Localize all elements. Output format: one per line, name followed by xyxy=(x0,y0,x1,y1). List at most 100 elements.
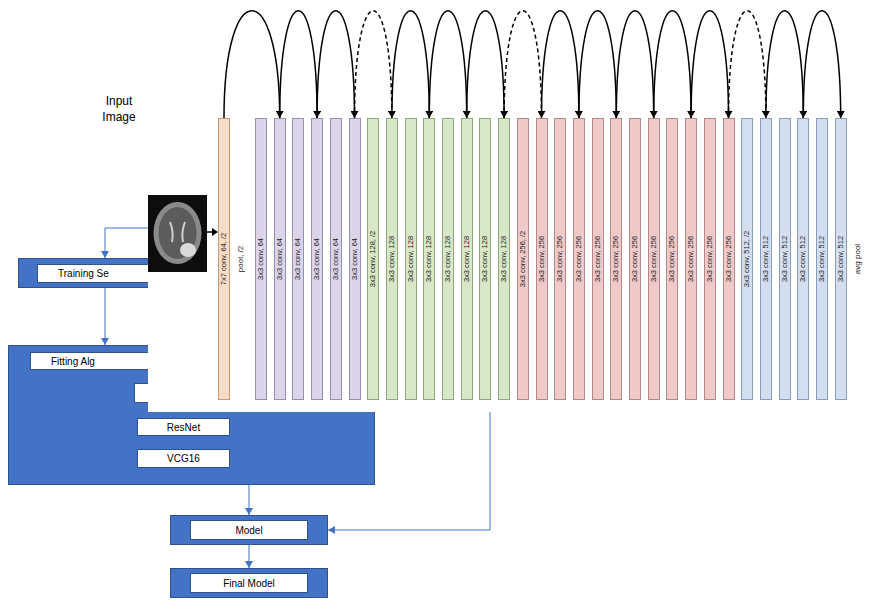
layer-label: 3x3 conv, 256, /2 xyxy=(519,231,527,288)
layer-label: 3x3 conv, 128 xyxy=(407,236,415,282)
layer-label: 3x3 conv, 512 xyxy=(781,236,789,282)
process-box: ResNet xyxy=(137,418,230,436)
layer-label: 3x3 conv, 64 xyxy=(276,238,284,280)
layer-block: 3x3 conv, 256 xyxy=(704,118,716,400)
skip-arc xyxy=(616,11,653,118)
layer-block: 3x3 conv, 256 xyxy=(685,118,697,400)
skip-arc xyxy=(691,11,728,118)
layer-block: 3x3 conv, 256 xyxy=(648,118,660,400)
skip-arc xyxy=(280,11,317,118)
process-box: VCG16 xyxy=(137,449,230,468)
layer-block: 7x7 conv, 64, /2 xyxy=(218,118,230,400)
brain-ventricles xyxy=(170,222,185,242)
layer-block: 3x3 conv, 512 xyxy=(816,118,828,400)
layer-label: 3x3 conv, 512, /2 xyxy=(743,231,751,288)
skip-arc xyxy=(579,11,616,118)
layer-block: 3x3 conv, 128 xyxy=(405,118,417,400)
mri-background xyxy=(148,195,207,272)
layer-label: 3x3 conv, 256 xyxy=(725,236,733,282)
flow-connector xyxy=(249,485,250,515)
layer-label: 3x3 conv, 128 xyxy=(463,236,471,282)
layer-block: 3x3 conv, 128 xyxy=(386,118,398,400)
layer-label: 7x7 conv, 64, /2 xyxy=(220,233,228,285)
layer-block: 3x3 conv, 512 xyxy=(797,118,809,400)
layer-block: 3x3 conv, 128 xyxy=(423,118,435,400)
layer-label: 3x3 conv, 256 xyxy=(575,236,583,282)
layer-label: 3x3 conv, 128 xyxy=(388,236,396,282)
flow-connector xyxy=(249,545,250,568)
skip-arc xyxy=(392,11,429,118)
skip-arc xyxy=(654,11,691,118)
layer-label: 3x3 conv, 512 xyxy=(837,236,845,282)
box-label: ResNet xyxy=(167,422,200,433)
layer-label: avg pool xyxy=(854,244,862,274)
label-box: Model xyxy=(190,520,308,540)
layer-label: 3x3 conv, 256 xyxy=(613,236,621,282)
layer-label: 3x3 conv, 128, /2 xyxy=(369,231,377,288)
process-band: Model xyxy=(170,515,328,545)
layer-label: 3x3 conv, 256 xyxy=(687,236,695,282)
layer-label: 3x3 conv, 256 xyxy=(538,236,546,282)
layer-block: 3x3 conv, 256 xyxy=(573,118,585,400)
layer-block: 3x3 conv, 64 xyxy=(311,118,323,400)
box-label: VCG16 xyxy=(167,453,200,464)
process-band: Final Model xyxy=(170,568,328,598)
tumor-region xyxy=(180,243,196,257)
layer-label: 3x3 conv, 64 xyxy=(257,238,265,280)
layer-block: 3x3 conv, 128, /2 xyxy=(367,118,379,400)
architecture-panel: Input Image7x7 conv, 64, /23x3 conv, 643… xyxy=(148,0,872,412)
layer-block: 3x3 conv, 256 xyxy=(592,118,604,400)
image-heading: Input Image xyxy=(96,94,142,125)
layer-block: 3x3 conv, 256 xyxy=(666,118,678,400)
layer-label: 3x3 conv, 256 xyxy=(556,236,564,282)
box-label: Fitting Alg xyxy=(51,356,95,367)
layer-block: 3x3 conv, 256 xyxy=(536,118,548,400)
layer-block: 3x3 conv, 256 xyxy=(723,118,735,400)
brain-tissue xyxy=(159,207,197,259)
layer-block: 3x3 conv, 256, /2 xyxy=(517,118,529,400)
layer-label: 3x3 conv, 256 xyxy=(594,236,602,282)
layer-block: 3x3 conv, 64 xyxy=(292,118,304,400)
layer-label: 3x3 conv, 128 xyxy=(482,236,490,282)
skip-arc xyxy=(504,11,541,118)
layer-block: 3x3 conv, 256 xyxy=(629,118,641,400)
layer-block: 3x3 conv, 512 xyxy=(760,118,772,400)
skip-arc xyxy=(429,11,466,118)
brain-outline xyxy=(154,202,202,264)
layer-block: 3x3 conv, 256 xyxy=(610,118,622,400)
skip-arc xyxy=(766,11,803,118)
layer-block: 3x3 conv, 128 xyxy=(461,118,473,400)
box-label: Training Se xyxy=(58,268,109,279)
layer-label: 3x3 conv, 64 xyxy=(295,238,303,280)
layer-block: 3x3 conv, 64 xyxy=(349,118,361,400)
layer-label: 3x3 conv, 64 xyxy=(351,238,359,280)
layer-label: pool, /2 xyxy=(237,246,245,272)
flow-connector xyxy=(105,228,148,258)
label-box: Final Model xyxy=(190,573,308,593)
layer-label: 3x3 conv, 256 xyxy=(706,236,714,282)
layer-block: 3x3 conv, 512 xyxy=(835,118,847,400)
layer-label: 3x3 conv, 128 xyxy=(444,236,452,282)
layer-block: 3x3 conv, 512, /2 xyxy=(741,118,753,400)
layer-label: 3x3 conv, 512 xyxy=(800,236,808,282)
skip-arc xyxy=(317,11,354,118)
layer-block: 3x3 conv, 128 xyxy=(442,118,454,400)
box-label: Final Model xyxy=(223,578,275,589)
skip-arc xyxy=(542,11,579,118)
layer-label: 3x3 conv, 512 xyxy=(818,236,826,282)
layer-block: 3x3 conv, 256 xyxy=(554,118,566,400)
layer-block: 3x3 conv, 128 xyxy=(498,118,510,400)
layer-label: 3x3 conv, 512 xyxy=(762,236,770,282)
layer-block: 3x3 conv, 512 xyxy=(779,118,791,400)
skip-arc xyxy=(803,11,840,118)
skip-arc xyxy=(467,11,504,118)
flow-connector xyxy=(105,288,106,345)
layer-label: 3x3 conv, 64 xyxy=(313,238,321,280)
layer-label: 3x3 conv, 256 xyxy=(650,236,658,282)
layer-block: 3x3 conv, 64 xyxy=(330,118,342,400)
skip-arc xyxy=(224,11,280,118)
layer-label: 3x3 conv, 64 xyxy=(332,238,340,280)
layer-label: 3x3 conv, 256 xyxy=(631,236,639,282)
layer-block: 3x3 conv, 64 xyxy=(255,118,267,400)
